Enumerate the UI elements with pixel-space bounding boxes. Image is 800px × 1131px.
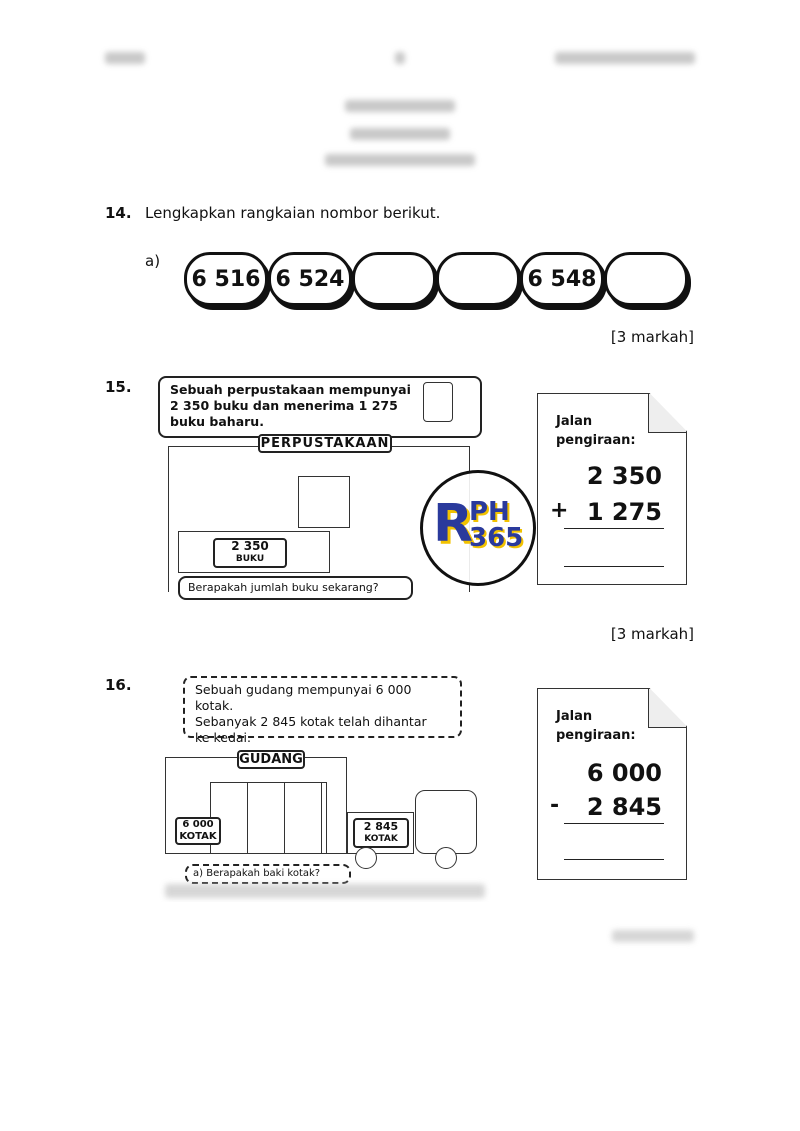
sequence-cloud: 6 548 [520,252,604,306]
wheel [435,847,457,869]
blurred-header-left [105,52,145,64]
marks-label: [3 markah] [610,328,694,346]
sequence-blank-cloud[interactable] [604,252,688,306]
sequence-blank-cloud[interactable] [352,252,436,306]
marks-label: [3 markah] [610,625,694,643]
sequence-cloud: 6 524 [268,252,352,306]
blurred-region [165,884,485,898]
question-text: Lengkapkan rangkaian nombor berikut. [145,204,441,222]
operator: - [550,793,560,818]
blurred-page-number [395,52,405,64]
blurred-marks [612,930,694,942]
problem-bubble: Sebuah gudang mempunyai 6 000 kotak. Seb… [183,676,462,745]
blurred-header-right [555,52,695,64]
question-number: 15. [105,378,132,396]
blurred-section-title [345,100,455,112]
counter-number: 2 350 [231,539,269,553]
part-label: a) [145,252,161,270]
truck-cab [415,790,477,854]
bottom-number: 2 845 [586,793,662,821]
watermark-r: R [433,494,474,554]
window [298,476,350,528]
operator: + [550,498,569,523]
book-icon [423,382,453,422]
top-number: 6 000 [586,759,662,787]
answer-line[interactable] [564,566,664,567]
answer-line[interactable] [564,859,664,860]
blurred-section-marks [350,128,450,140]
underline [564,823,664,824]
question-number: 16. [105,676,132,694]
bubble-line: Sebuah perpustakaan mempunyai [170,382,411,397]
underline [564,528,664,529]
counter-unit: BUKU [235,554,265,564]
sequence-cloud: 6 516 [184,252,268,306]
bubble-line: 2 350 buku dan menerima 1 275 [170,398,398,413]
sequence-blank-cloud[interactable] [436,252,520,306]
warehouse-illustration: Sebuah gudang mempunyai 6 000 kotak. Seb… [155,672,495,902]
bubble-line: buku baharu. [170,414,264,429]
blurred-instruction [325,154,475,166]
boxes [210,782,327,854]
warehouse-sign: GUDANG [237,750,305,769]
bubble-line: Sebanyak 2 845 kotak telah dihantar [195,714,427,729]
bubble-line: ke kedai. [195,730,251,745]
question-number: 14. [105,204,132,222]
library-sign: PERPUSTAKAAN [258,434,392,453]
question-banner: Berapakah jumlah buku sekarang? [178,576,413,600]
top-number: 2 350 [586,462,662,490]
bottom-number: 1 275 [586,498,662,526]
wheel [355,847,377,869]
library-illustration: Sebuah perpustakaan mempunyai 2 350 buku… [158,376,490,604]
question-banner: a) Berapakah baki kotak? [185,864,351,884]
bubble-line: Sebuah gudang mempunyai 6 000 kotak. [195,682,412,713]
